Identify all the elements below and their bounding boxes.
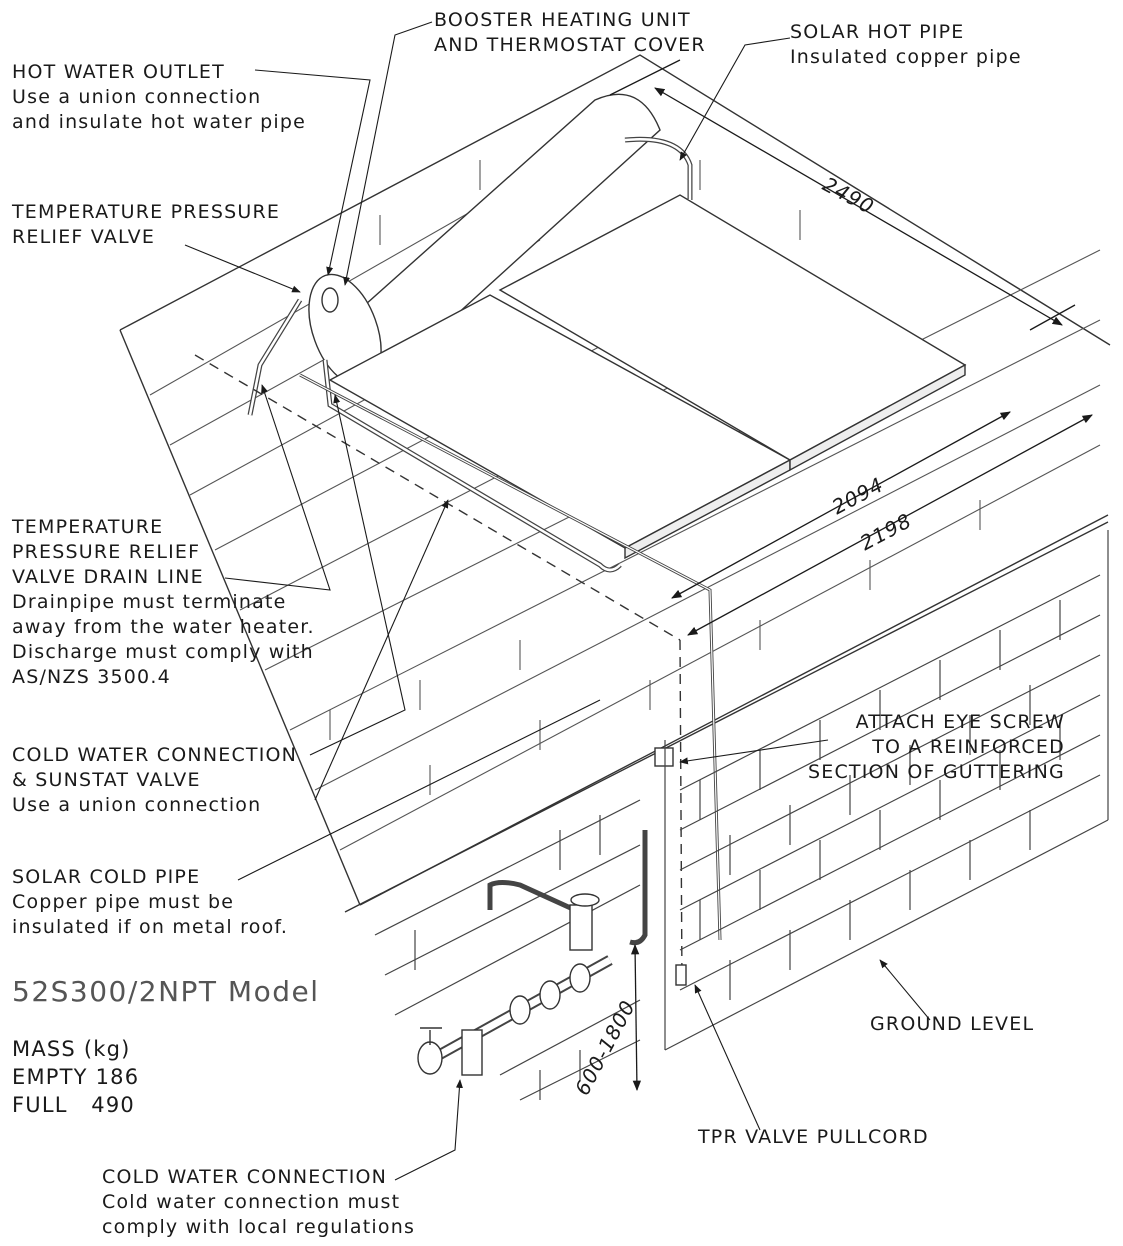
pullcord-handle-icon: [675, 964, 687, 986]
leader-hot-water-outlet: [254, 69, 371, 276]
mass-block: MASS (kg) EMPTY 186 FULL 490: [12, 1035, 139, 1119]
leader-booster: [343, 21, 433, 286]
leader-cold-sunstat: [309, 394, 406, 756]
label-tpr-valve: TEMPERATURE PRESSURE RELIEF VALVE: [12, 201, 281, 248]
leader-ground-level: [879, 959, 931, 1021]
tpr-pullcord-line: [194, 354, 681, 641]
dimension-line-height: [630, 943, 642, 1092]
leader-solar-hot-pipe: [679, 37, 791, 161]
gutter-bracket: [654, 747, 674, 767]
label-tpr-pullcord: TPR VALVE PULLCORD: [698, 1126, 929, 1148]
cold-water-tap-assembly: [417, 830, 648, 1076]
leader-roof-1: [314, 499, 449, 801]
label-eye-screw: ATTACH EYE SCREW TO A REINFORCED SECTION…: [808, 711, 1065, 783]
leader-solar-cold-pipe: [237, 699, 601, 881]
model-name: 52S300/2NPT Model: [12, 975, 320, 1008]
leader-tpr-drain: [224, 384, 331, 591]
mass-full: FULL 490: [12, 1093, 135, 1117]
leader-cold-connection: [394, 1079, 463, 1181]
brick-wall: [374, 530, 1109, 1101]
label-booster-heating-unit: BOOSTER HEATING UNIT AND THERMOSTAT COVE…: [434, 9, 706, 56]
label-solar-cold-pipe: SOLAR COLD PIPE Copper pipe must be insu…: [12, 866, 289, 938]
label-cold-water-sunstat: COLD WATER CONNECTION & SUNSTAT VALVE Us…: [12, 744, 298, 816]
mass-heading: MASS (kg): [12, 1037, 131, 1061]
tpr-drain-pipe: [247, 298, 303, 416]
leader-eye-screw: [679, 739, 829, 765]
dimension-line-length: [654, 87, 1063, 326]
mass-empty: EMPTY 186: [12, 1065, 140, 1089]
label-cold-water-connection: COLD WATER CONNECTION Cold water connect…: [102, 1166, 416, 1238]
label-solar-hot-pipe: SOLAR HOT PIPE Insulated copper pipe: [790, 21, 1022, 68]
leader-tpr-pullcord: [694, 984, 761, 1131]
leader-tpr-valve: [184, 244, 301, 293]
label-tpr-drain-line: TEMPERATURE PRESSURE RELIEF VALVE DRAIN …: [12, 516, 315, 688]
label-ground-level: GROUND LEVEL: [870, 1013, 1035, 1035]
label-hot-water-outlet: HOT WATER OUTLET Use a union connection …: [12, 61, 306, 133]
dimension-line-width-outer: [687, 414, 1093, 636]
